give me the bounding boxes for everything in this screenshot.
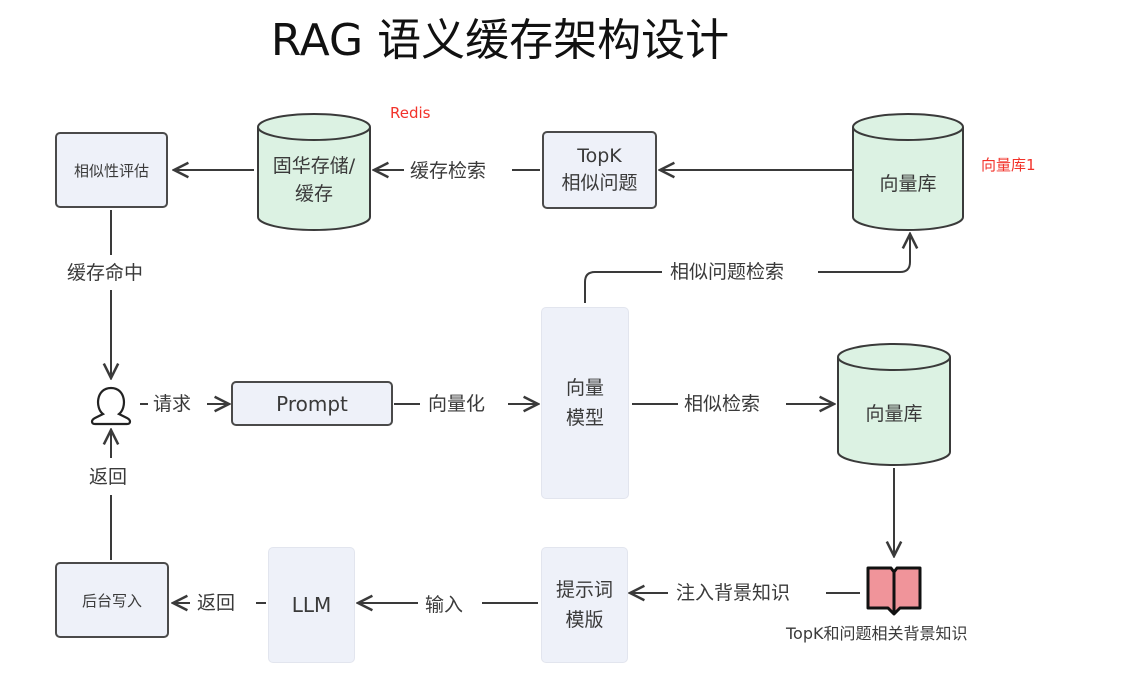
annotation-vector-db-1: 向量库1 [981, 156, 1036, 174]
persistent-cache-label: 固华存储/ 缓存 [272, 155, 356, 205]
knowledge-caption: TopK和问题相关背景知识 [786, 624, 968, 643]
user-icon [90, 386, 132, 426]
similarity-eval-label: 相似性评估 [73, 161, 149, 180]
annotation-redis: Redis [390, 104, 431, 122]
diagram-title: RAG 语义缓存架构设计 [270, 15, 730, 66]
edge-label-return-up: 返回 [89, 466, 128, 488]
edge-label-similar-question-retrieval: 相似问题检索 [670, 261, 785, 283]
cylinder-vector-db-mid [837, 343, 951, 466]
vector-db-top-label: 向量库 [879, 173, 937, 195]
edge-label-vectorize: 向量化 [428, 393, 486, 415]
cylinder-vector-db-top [852, 113, 964, 231]
edge-label-request: 请求 [153, 393, 192, 415]
edge-label-similar-retrieval: 相似检索 [684, 393, 761, 415]
edge-label-cache-hit: 缓存命中 [67, 262, 144, 284]
backend-write-box: 后台写入 [55, 562, 169, 638]
vector-model-box: 向量 模型 [541, 307, 629, 499]
edge-model-to-vdb-top-a [584, 271, 662, 303]
prompt-box: Prompt [231, 381, 393, 426]
cylinder-persistent-cache [257, 113, 371, 231]
similarity-eval-box: 相似性评估 [55, 132, 168, 208]
edge-label-return-left: 返回 [197, 592, 236, 614]
topk-similar-questions-box: TopK 相似问题 [542, 131, 657, 209]
edge-label-inject-background: 注入背景知识 [676, 582, 791, 604]
prompt-template-box: 提示词 模版 [541, 547, 628, 663]
book-icon [866, 566, 922, 616]
edge-label-input: 输入 [425, 594, 464, 616]
llm-box: LLM [268, 547, 355, 663]
edge-label-cache-retrieval: 缓存检索 [410, 160, 487, 182]
edge-model-to-vdb-top-b [818, 234, 910, 273]
vector-db-mid-label: 向量库 [865, 403, 923, 425]
